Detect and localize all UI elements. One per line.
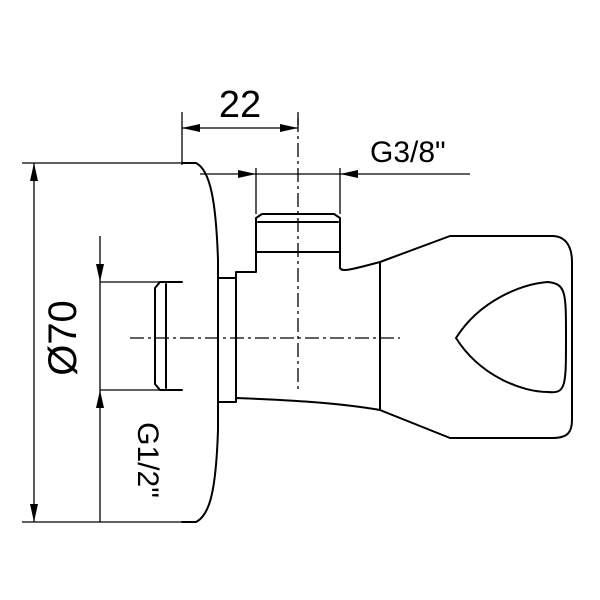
d70-arrow-bottom bbox=[30, 504, 38, 522]
handle-grip-recess bbox=[455, 281, 567, 394]
g12-arrow-bottom bbox=[96, 390, 104, 408]
g38-label: G3/8" bbox=[370, 136, 446, 169]
g12-label: G1/2" bbox=[131, 422, 164, 498]
valve-body bbox=[217, 251, 381, 411]
d70-label: Ø70 bbox=[41, 300, 85, 376]
inlet-nipple bbox=[154, 281, 183, 391]
valve-handle bbox=[379, 235, 573, 439]
g38-arrow-left bbox=[238, 170, 256, 178]
g38-arrow-right bbox=[340, 170, 358, 178]
rosette-flange bbox=[181, 162, 219, 523]
dim22-arrow-right bbox=[280, 124, 298, 132]
g12-arrow-top bbox=[96, 264, 104, 282]
dim22-arrow-left bbox=[182, 124, 200, 132]
d70-arrow-top bbox=[30, 163, 38, 181]
dim22-label: 22 bbox=[219, 84, 261, 126]
